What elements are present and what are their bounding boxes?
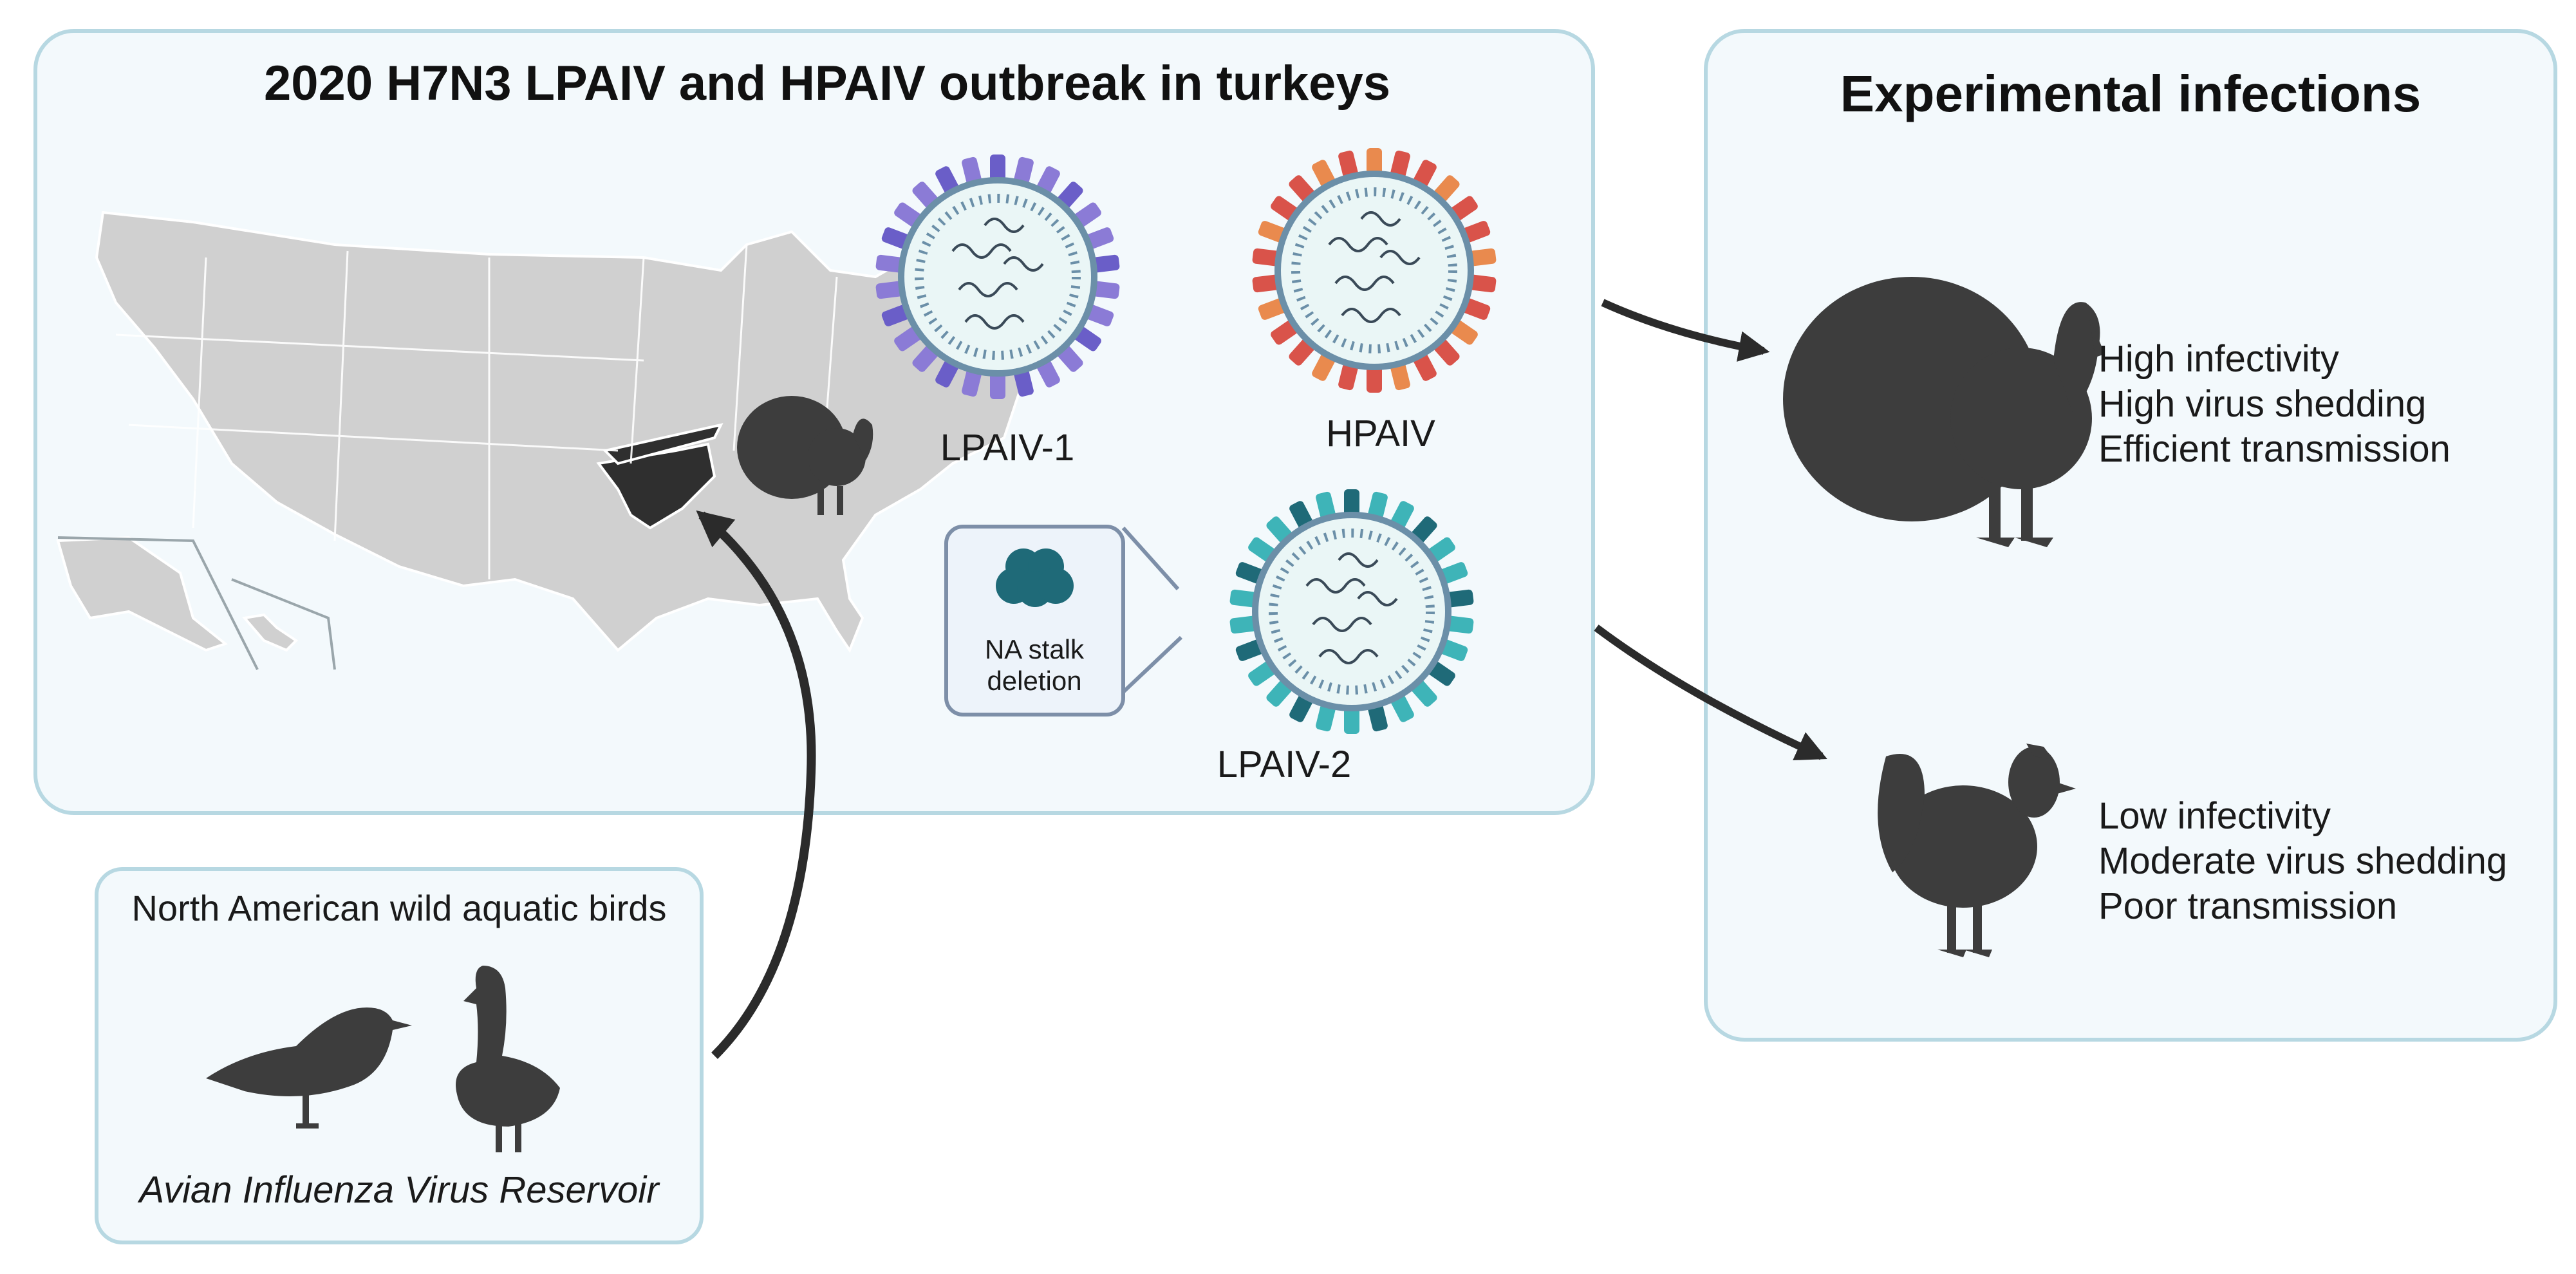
glycoprotein-spike xyxy=(1289,501,1313,530)
glycoprotein-spike xyxy=(1316,491,1336,520)
glycoprotein-spike xyxy=(1439,562,1468,585)
glycoprotein-spike xyxy=(990,372,1005,399)
outbreak-panel-title: 2020 H7N3 LPAIV and HPAIV outbreak in tu… xyxy=(264,56,1390,111)
lpaiv1-virion xyxy=(875,155,1120,399)
glycoprotein-spike xyxy=(1468,248,1497,267)
glycoprotein-spike xyxy=(962,368,982,397)
hpaiv-label: HPAIV xyxy=(1326,413,1435,454)
chicken-outcome-3: Poor transmission xyxy=(2098,885,2397,927)
glycoprotein-spike xyxy=(1344,489,1359,516)
turkey-icon xyxy=(1783,277,2105,547)
glycoprotein-spike xyxy=(1390,150,1410,179)
glycoprotein-spike xyxy=(1446,589,1474,608)
glycoprotein-spike xyxy=(1252,274,1280,293)
glycoprotein-spike xyxy=(1252,248,1280,267)
south-carolina xyxy=(596,442,716,530)
glycoprotein-spike xyxy=(1367,366,1382,393)
glycoprotein-spike xyxy=(881,304,911,326)
glycoprotein-spike xyxy=(1338,150,1358,179)
glycoprotein-spike xyxy=(1368,491,1388,520)
glycoprotein-spike xyxy=(1446,615,1474,634)
lpaiv2-label: LPAIV-2 xyxy=(1217,744,1352,785)
glycoprotein-spike xyxy=(935,166,959,195)
chicken-icon xyxy=(1878,744,2076,957)
glycoprotein-spike xyxy=(1368,703,1388,732)
glycoprotein-spike xyxy=(1338,362,1358,391)
glycoprotein-spike xyxy=(881,227,911,250)
glycoprotein-spike xyxy=(935,359,959,388)
glycoprotein-spike xyxy=(1229,615,1258,634)
glycoprotein-spike xyxy=(1258,297,1287,320)
callout-line-1: NA stalk xyxy=(985,634,1085,664)
glycoprotein-spike xyxy=(1390,693,1414,722)
glycoprotein-spike xyxy=(1229,589,1258,608)
gull-icon xyxy=(206,1007,412,1129)
reservoir-panel xyxy=(95,867,704,1244)
glycoprotein-spike xyxy=(1367,148,1382,175)
hpaiv-virion xyxy=(1252,148,1497,393)
chicken-outcomes: Low infectivity Moderate virus shedding … xyxy=(2098,795,2507,927)
us-map xyxy=(56,211,1070,670)
arrow-reservoir-to-outbreak xyxy=(696,510,816,1059)
neuraminidase-icon xyxy=(996,548,1074,607)
glycoprotein-spike xyxy=(1468,274,1497,293)
glycoprotein-spike xyxy=(1092,254,1120,273)
na-stalk-deletion-callout: NA stalk deletion xyxy=(944,525,1183,717)
glycoprotein-spike xyxy=(990,155,1005,182)
glycoprotein-spike xyxy=(1014,368,1034,397)
glycoprotein-spike xyxy=(1390,501,1414,530)
experimental-panel-title: Experimental infections xyxy=(1840,65,2421,122)
glycoprotein-spike xyxy=(1235,639,1265,661)
glycoprotein-spike xyxy=(1316,703,1336,732)
glycoprotein-spike xyxy=(1092,281,1120,299)
chicken-outcome-2: Moderate virus shedding xyxy=(2098,840,2507,882)
glycoprotein-spike xyxy=(1312,352,1336,381)
glycoprotein-spike xyxy=(1289,693,1313,722)
glycoprotein-spike xyxy=(1413,352,1437,381)
glycoprotein-spike xyxy=(1461,297,1491,320)
turkey-outcomes: High infectivity High virus shedding Eff… xyxy=(2098,338,2450,470)
glycoprotein-spike xyxy=(1439,639,1468,661)
glycoprotein-spike xyxy=(1344,707,1359,734)
turkey-outcome-3: Efficient transmission xyxy=(2098,428,2450,470)
glycoprotein-spike xyxy=(875,254,904,273)
reservoir-panel-title: North American wild aquatic birds xyxy=(131,888,666,928)
chicken-outcome-1: Low infectivity xyxy=(2098,795,2331,837)
glycoprotein-spike xyxy=(962,156,982,185)
glycoprotein-spike xyxy=(1085,304,1114,326)
reservoir-caption: Avian Influenza Virus Reservoir xyxy=(137,1169,660,1211)
turkey-small-icon xyxy=(737,396,873,515)
glycoprotein-spike xyxy=(1258,221,1287,243)
glycoprotein-spike xyxy=(1312,160,1336,189)
glycoprotein-spike xyxy=(1036,166,1060,195)
glycoprotein-spike xyxy=(1085,227,1114,250)
goose-icon xyxy=(456,966,560,1152)
lpaiv2-virion xyxy=(1229,489,1474,734)
glycoprotein-spike xyxy=(1413,160,1437,189)
glycoprotein-spike xyxy=(1036,359,1060,388)
glycoprotein-spike xyxy=(875,281,904,299)
arrow-to-turkey xyxy=(1601,299,1770,362)
glycoprotein-spike xyxy=(1390,362,1410,391)
callout-line-2: deletion xyxy=(987,666,1081,696)
arrow-to-chicken xyxy=(1594,624,1827,761)
turkey-outcome-2: High virus shedding xyxy=(2098,383,2426,425)
turkey-outcome-1: High infectivity xyxy=(2098,338,2339,380)
glycoprotein-spike xyxy=(1235,562,1265,585)
lpaiv1-label: LPAIV-1 xyxy=(940,427,1075,469)
glycoprotein-spike xyxy=(1461,221,1491,243)
glycoprotein-spike xyxy=(1014,156,1034,185)
north-carolina xyxy=(602,423,723,465)
